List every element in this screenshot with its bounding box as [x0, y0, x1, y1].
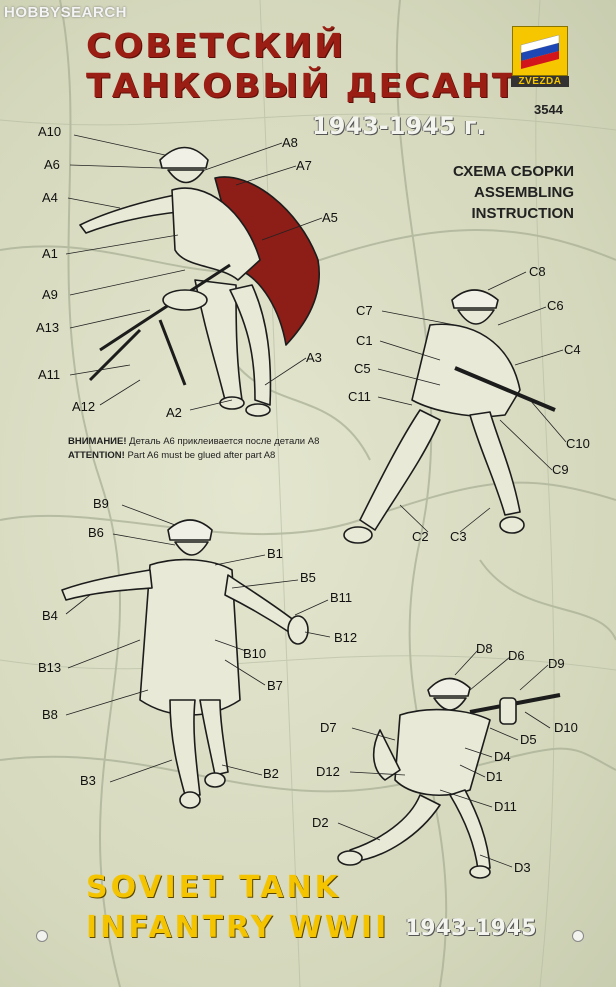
title-english: SOVIET TANK INFANTRY WWII [86, 868, 389, 948]
part-label-c5: C5 [354, 361, 371, 376]
part-label-c11: C11 [348, 389, 371, 404]
part-label-b4: B4 [42, 608, 58, 623]
part-label-a8: A8 [282, 135, 298, 150]
attention-note: ВНИМАНИЕ! Деталь А6 приклеивается после … [68, 435, 319, 463]
part-label-a2: A2 [166, 405, 182, 420]
part-label-a7: A7 [296, 158, 312, 173]
figure-d [337, 677, 561, 879]
part-label-d6: D6 [508, 648, 525, 663]
note-en-bold: ATTENTION! [68, 450, 125, 461]
part-label-a13: A13 [36, 320, 60, 335]
part-label-b8: B8 [42, 707, 58, 722]
part-label-c9: C9 [552, 462, 569, 477]
note-ru-bold: ВНИМАНИЕ! [68, 436, 127, 447]
part-label-b13: B13 [38, 660, 62, 675]
part-label-d8: D8 [476, 641, 493, 656]
figure-b [61, 519, 309, 809]
part-label-a4: A4 [42, 190, 58, 205]
part-label-b2: B2 [263, 766, 279, 781]
part-label-d10: D10 [554, 720, 578, 735]
part-label-a5: A5 [322, 210, 338, 225]
part-label-b10: B10 [243, 646, 267, 661]
part-label-d12: D12 [316, 764, 340, 779]
years-top: 1943-1945 г. [312, 112, 486, 140]
part-label-c3: C3 [450, 529, 467, 544]
scheme-heading: СХЕМА СБОРКИ ASSEMBLING INSTRUCTION [424, 161, 574, 224]
part-label-c10: C10 [566, 436, 590, 451]
part-label-d3: D3 [514, 860, 531, 875]
flag-icon [520, 34, 560, 69]
part-label-a11: A11 [38, 367, 61, 382]
part-label-d2: D2 [312, 815, 329, 830]
part-label-b6: B6 [88, 525, 104, 540]
part-label-a3: A3 [306, 350, 322, 365]
zvezda-logo [512, 26, 568, 76]
part-label-d5: D5 [520, 732, 537, 747]
years-bottom: 1943-1945 [405, 916, 537, 941]
part-label-c7: C7 [356, 303, 373, 318]
part-label-b5: B5 [300, 570, 316, 585]
title-russian-line-2: ТАНКОВЫЙ ДЕСАНТ [86, 66, 518, 105]
note-ru-text: Деталь А6 приклеивается после детали А8 [126, 436, 320, 447]
part-label-b3: B3 [80, 773, 96, 788]
note-en-text: Part A6 must be glued after part A8 [124, 450, 276, 461]
punch-hole-left [36, 930, 48, 942]
part-label-b1: B1 [267, 546, 283, 561]
figure-c [343, 289, 556, 544]
part-label-d11: D11 [494, 799, 517, 814]
part-label-a12: A12 [72, 399, 96, 414]
part-label-d7: D7 [320, 720, 337, 735]
part-label-c4: C4 [564, 342, 581, 357]
punch-hole-right [572, 930, 584, 942]
part-label-b9: B9 [93, 496, 109, 511]
part-label-b12: B12 [334, 630, 358, 645]
part-label-d1: D1 [486, 769, 503, 784]
figure-a [79, 146, 320, 417]
title-english-line-2: INFANTRY WWII [86, 910, 390, 945]
title-russian: СОВЕТСКИЙ ТАНКОВЫЙ ДЕСАНТ [86, 26, 518, 106]
part-label-c1: C1 [356, 333, 373, 348]
part-label-a10: A10 [38, 124, 62, 139]
title-english-line-1: SOVIET TANK [86, 870, 341, 905]
watermark: HOBBYSEARCH [4, 4, 128, 21]
part-label-b11: B11 [330, 590, 353, 605]
kit-number: 3544 [534, 102, 563, 117]
part-label-d4: D4 [494, 749, 511, 764]
brand-name: ZVEZDA [511, 76, 569, 87]
scheme-line-en-1: ASSEMBLING [473, 184, 574, 201]
scheme-line-en-2: INSTRUCTION [471, 205, 575, 222]
part-label-c8: C8 [529, 264, 546, 279]
part-label-a9: A9 [42, 287, 58, 302]
part-label-c2: C2 [412, 529, 429, 544]
scheme-line-ru: СХЕМА СБОРКИ [453, 163, 574, 180]
title-russian-line-1: СОВЕТСКИЙ [86, 26, 346, 65]
part-label-c6: C6 [547, 298, 564, 313]
part-label-a1: A1 [42, 246, 58, 261]
part-label-d9: D9 [548, 656, 565, 671]
part-label-b7: B7 [267, 678, 283, 693]
part-label-a6: A6 [44, 157, 60, 172]
